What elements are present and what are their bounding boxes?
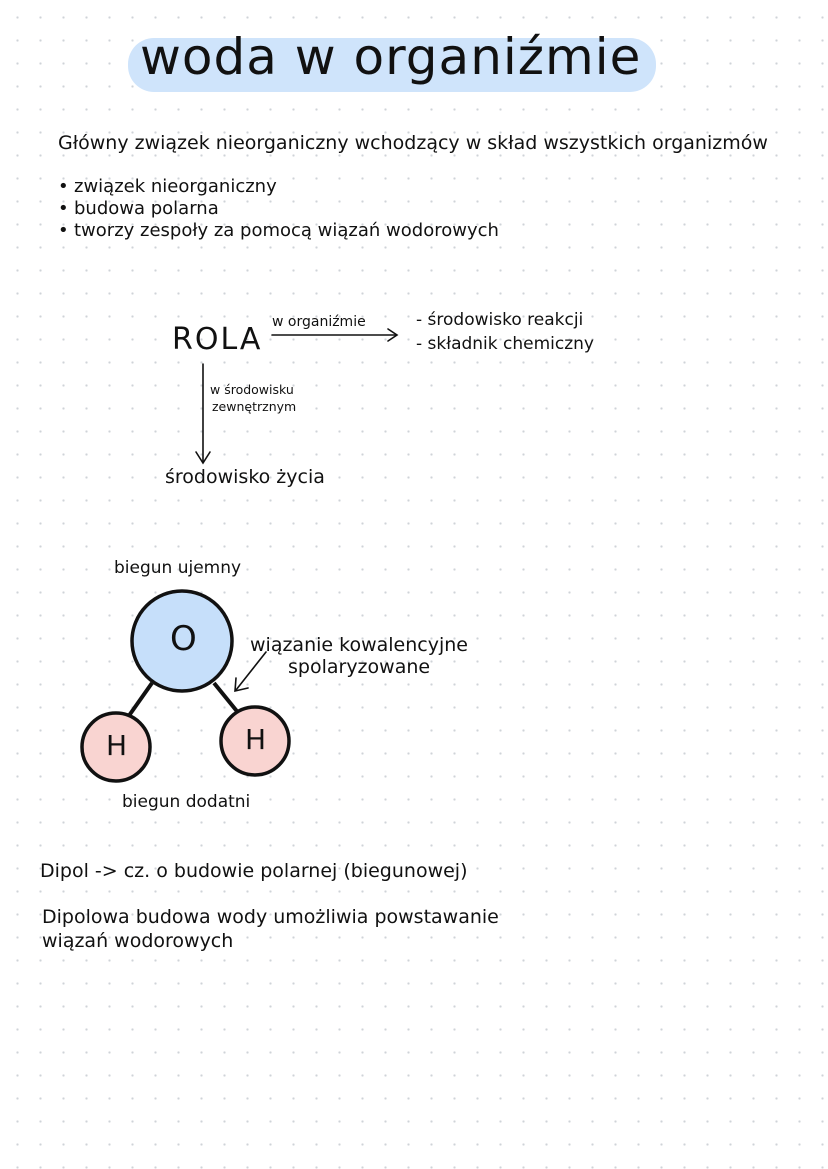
list-item: budowa polarna (58, 198, 499, 220)
oxygen-atom (130, 589, 234, 693)
hydrogen-symbol-left: H (106, 729, 128, 762)
bond-left (126, 681, 154, 719)
right-arrow-label: w organiźmie (272, 314, 366, 330)
list-item: tworzy zespoły za pomocą wiązań wodorowy… (58, 220, 499, 242)
bond-pointer-arrow (234, 651, 267, 693)
bond-label: wiązanie kowalencyjne (250, 634, 468, 656)
intro-text: Główny związek nieorganiczny wchodzący w… (58, 132, 768, 154)
negative-pole-label: biegun ujemny (114, 558, 242, 578)
hydrogen-symbol-right: H (245, 723, 267, 756)
bond-label: spolaryzowane (288, 656, 431, 678)
hydrogen-atom-right (219, 705, 291, 777)
environment-result: środowisko życia (165, 466, 325, 488)
dipol-note: Dipol -> cz. o budowie polarnej (bieguno… (40, 860, 468, 882)
role-item: - składnik chemiczny (416, 334, 594, 354)
rola-label: ROLA (172, 322, 263, 357)
right-arrow (271, 328, 399, 342)
bond-right (212, 681, 242, 717)
page-title: woda w organiźmie (140, 28, 642, 86)
oxygen-symbol: O (170, 619, 197, 659)
dipolowa-note: wiązań wodorowych (42, 930, 234, 952)
bullet-list: związek nieorganiczny budowa polarna two… (58, 176, 499, 242)
positive-pole-label: biegun dodatni (122, 792, 251, 812)
role-item: - środowisko reakcji (416, 310, 584, 330)
hydrogen-atom-left (80, 711, 152, 783)
molecule (80, 589, 291, 783)
down-arrow (195, 363, 211, 465)
list-item: związek nieorganiczny (58, 176, 499, 198)
title-highlight (128, 38, 656, 92)
down-arrow-label: w środowisku (210, 382, 294, 397)
down-arrow-label: zewnętrznym (212, 399, 297, 414)
dipolowa-note: Dipolowa budowa wody umożliwia powstawan… (42, 906, 499, 928)
